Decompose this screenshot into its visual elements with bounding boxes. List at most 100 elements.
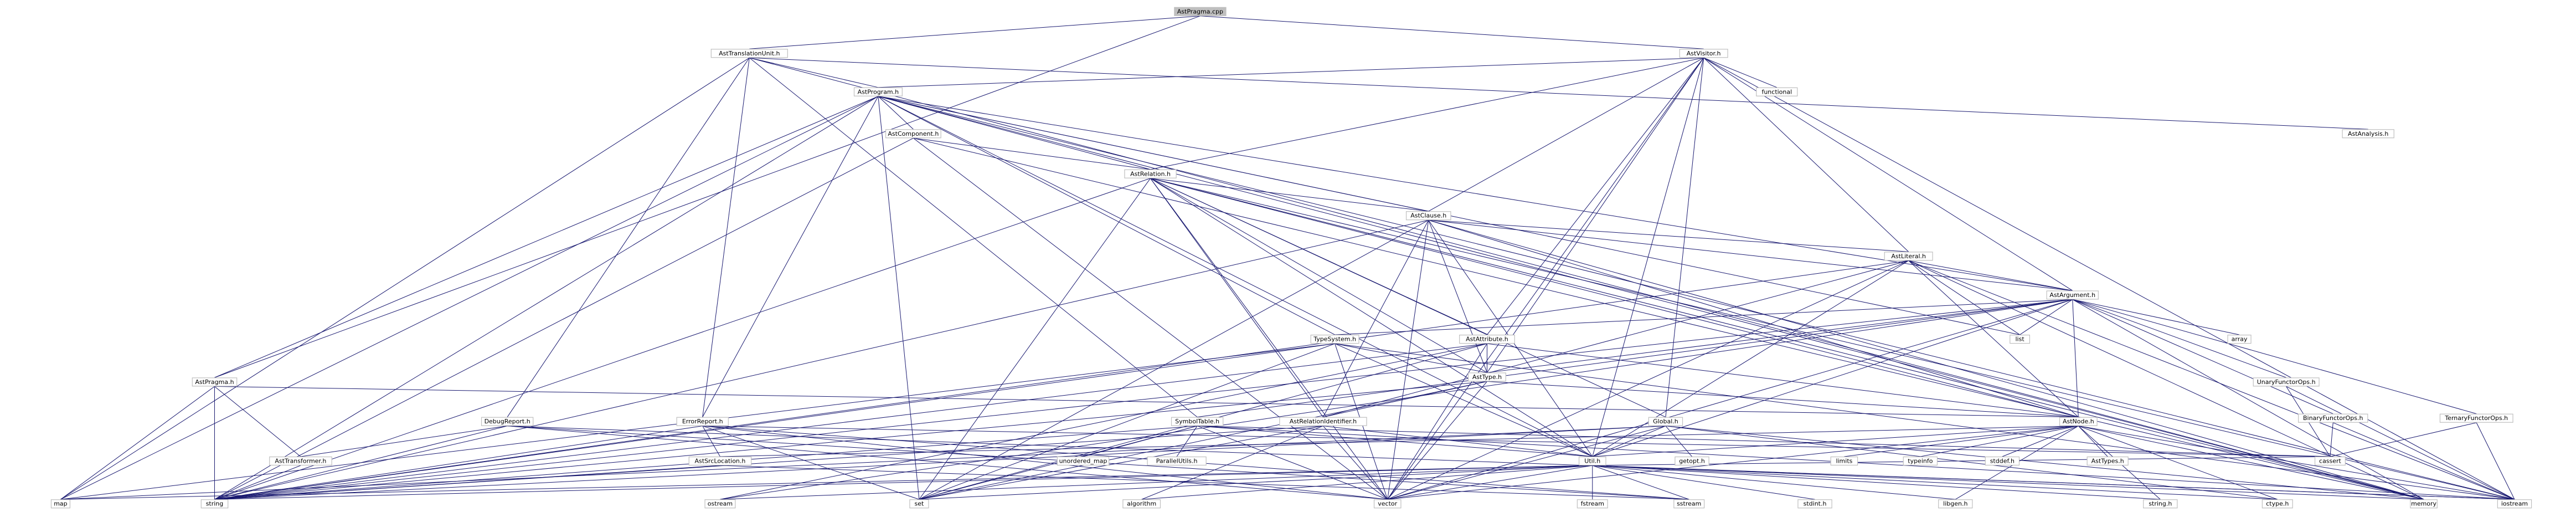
graph-node[interactable]: AstTransformer.h <box>269 456 332 466</box>
graph-node[interactable]: cassert <box>2314 456 2346 466</box>
graph-node[interactable]: SymbolTable.h <box>1171 417 1224 426</box>
graph-node[interactable]: Util.h <box>1578 456 1606 466</box>
graph-node[interactable]: ParallelUtils.h <box>1147 456 1207 466</box>
graph-node[interactable]: ctype.h <box>2261 499 2293 509</box>
include-edge <box>1428 220 1487 373</box>
graph-node[interactable]: TernaryFunctorOps.h <box>2439 413 2513 423</box>
graph-node[interactable]: AstProgram.h <box>853 87 903 96</box>
graph-node[interactable]: libgen.h <box>1938 499 1973 509</box>
graph-node[interactable]: AstRelationIdentifier.h <box>1279 417 1367 426</box>
graph-node[interactable]: getopt.h <box>1675 456 1709 466</box>
graph-node[interactable]: iostream <box>2497 499 2532 509</box>
graph-node-label: cassert <box>2319 457 2342 464</box>
graph-node-box <box>1673 499 1705 509</box>
graph-node-label: map <box>54 500 67 508</box>
graph-node[interactable]: AstAttribute.h <box>1459 334 1515 344</box>
graph-node-label: Util.h <box>1584 457 1600 464</box>
include-edge <box>1428 57 1704 212</box>
include-edge <box>2019 299 2073 335</box>
include-edge <box>1322 220 1429 417</box>
graph-node[interactable]: string.h <box>2143 499 2178 509</box>
graph-node[interactable]: AstNode.h <box>2059 417 2098 426</box>
graph-node-box <box>688 456 752 466</box>
graph-node[interactable]: string <box>200 499 229 509</box>
graph-node[interactable]: ostream <box>704 499 736 509</box>
include-edge <box>214 386 301 457</box>
graph-node-label: AstTypes.h <box>2091 457 2124 464</box>
graph-node-label: AstSrcLocation.h <box>695 457 746 464</box>
graph-node[interactable]: AstAnalysis.h <box>2342 129 2394 139</box>
graph-node[interactable]: list <box>2010 334 2030 344</box>
include-edge <box>1141 465 1593 500</box>
graph-node[interactable]: stdint.h <box>1797 499 1832 509</box>
include-edge <box>214 426 508 500</box>
include-edge <box>1703 57 2515 500</box>
graph-node-box <box>1310 334 1359 344</box>
graph-node-label: AstVisitor.h <box>1687 50 1721 57</box>
graph-node[interactable]: Global.h <box>1648 417 1683 426</box>
graph-node[interactable]: AstTypes.h <box>2086 456 2129 466</box>
include-edge <box>1908 260 2073 291</box>
graph-node-box <box>2143 499 2178 509</box>
graph-node[interactable]: vector <box>1373 499 1402 509</box>
graph-node-box <box>1797 499 1832 509</box>
graph-node-box <box>1122 499 1161 509</box>
graph-node[interactable]: AstLiteral.h <box>1884 252 1933 261</box>
graph-node[interactable]: map <box>50 499 71 509</box>
graph-node-label: set <box>915 500 924 508</box>
graph-node[interactable]: memory <box>2410 499 2438 509</box>
graph-node[interactable]: AstTranslationUnit.h <box>710 49 788 58</box>
graph-node[interactable]: algorithm <box>1122 499 1161 509</box>
graph-node[interactable]: DebugReport.h <box>481 417 534 426</box>
graph-node[interactable]: AstSrcLocation.h <box>688 456 752 466</box>
include-edge <box>878 96 914 130</box>
graph-node-label: AstAttribute.h <box>1466 336 1508 343</box>
graph-node-box <box>1679 49 1728 58</box>
graph-node-label: ErrorReport.h <box>682 418 723 425</box>
graph-node[interactable]: AstVisitor.h <box>1679 49 1728 58</box>
include-edge <box>1592 465 2424 500</box>
include-edge <box>878 57 1704 88</box>
graph-node[interactable]: functional <box>1756 87 1798 96</box>
graph-node[interactable]: typeinfo <box>1903 456 1938 466</box>
include-edge <box>214 426 1666 500</box>
graph-node-label: AstTransformer.h <box>275 457 326 464</box>
graph-node-box <box>1171 417 1224 426</box>
include-edge <box>1908 260 2079 418</box>
graph-node[interactable]: TypeSystem.h <box>1310 334 1359 344</box>
graph-node[interactable]: BinaryFunctorOps.h <box>2298 413 2368 423</box>
graph-node[interactable]: AstArgument.h <box>2046 290 2099 300</box>
include-edge <box>1150 178 1666 418</box>
graph-node[interactable]: fstream <box>1576 499 1608 509</box>
graph-node-box <box>1576 499 1608 509</box>
graph-node[interactable]: AstComponent.h <box>885 129 941 139</box>
graph-node-box <box>2086 456 2129 466</box>
graph-node[interactable]: AstPragma.h <box>192 377 238 387</box>
include-edge <box>214 137 914 500</box>
include-edge <box>214 465 720 500</box>
graph-node[interactable]: ErrorReport.h <box>676 417 729 426</box>
include-edge <box>1908 260 2515 500</box>
include-edge <box>214 343 1335 500</box>
graph-node-box <box>1405 211 1451 221</box>
graph-node-box <box>1675 456 1709 466</box>
include-edge <box>1592 465 1815 500</box>
graph-node-label: AstClause.h <box>1410 212 1446 219</box>
include-edge <box>1428 219 2073 291</box>
graph-node[interactable]: AstType.h <box>1468 372 1506 382</box>
graph-node[interactable]: limits <box>1830 456 1858 466</box>
graph-node[interactable]: UnaryFunctorOps.h <box>2253 377 2320 387</box>
include-edge <box>720 465 1593 500</box>
include-edge <box>702 426 2330 457</box>
include-edge <box>1387 260 1909 500</box>
graph-node[interactable]: unordered_map <box>1057 456 1110 466</box>
graph-node[interactable]: AstRelation.h <box>1124 169 1177 178</box>
graph-node[interactable]: AstClause.h <box>1405 211 1451 221</box>
graph-node[interactable]: array <box>2227 334 2252 344</box>
graph-node-box <box>909 499 929 509</box>
graph-node[interactable]: stddef.h <box>1985 456 2020 466</box>
graph-node[interactable]: sstream <box>1673 499 1705 509</box>
include-edge <box>1150 178 1429 212</box>
graph-node[interactable]: set <box>909 499 929 509</box>
include-edge <box>214 381 1487 500</box>
